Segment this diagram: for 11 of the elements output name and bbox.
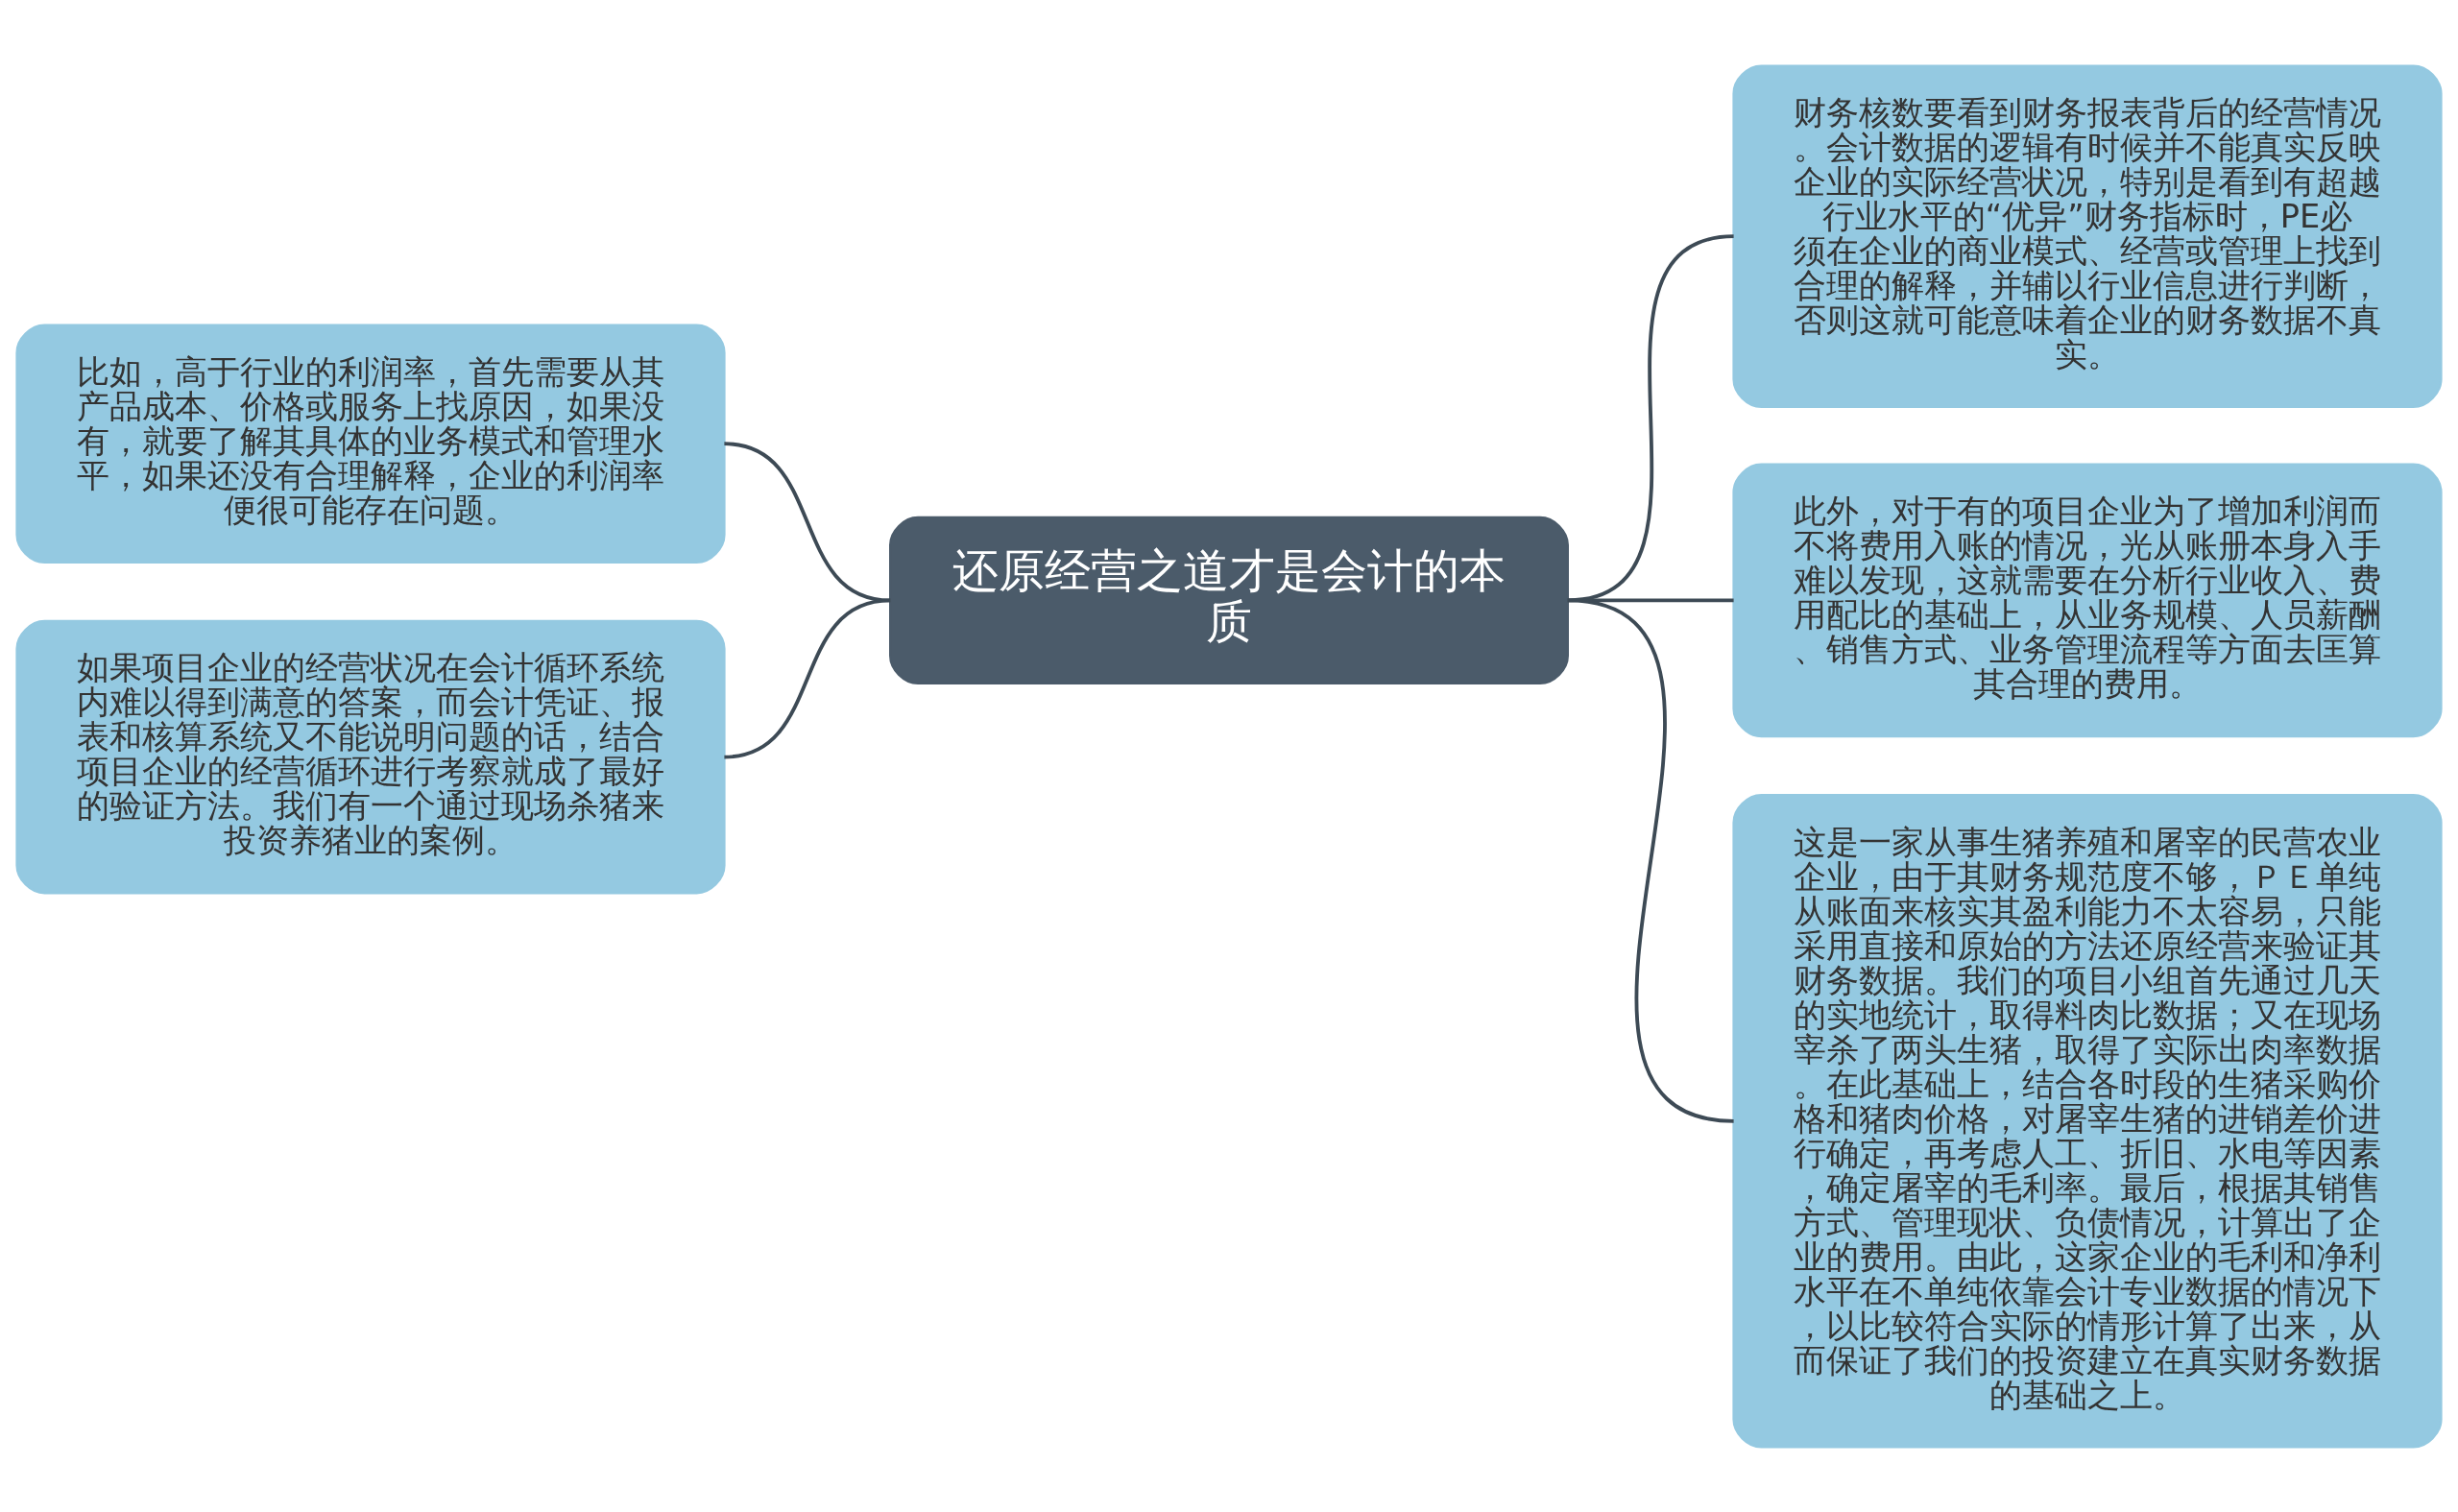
connector: [1567, 598, 1734, 602]
node-box: 如果项目企业的经营状况在会计循环系统内难以得到满意的答案，而会计凭证、报表和核算系统又不能说明问题的话，结合项目企业的经营循环进行考察就成了最好的验证方法。我们有一个通过现场杀猪来投资养猪业的案例。: [15, 619, 726, 894]
connector: [724, 598, 891, 758]
connector: [1567, 233, 1734, 602]
node-box: 这是一家从事生猪养殖和屠宰的民营农业企业，由于其财务规范度不够，ＰＥ单纯从账面来核实其盈利能力不太容易，只能采用直接和原始的方法还原经营来验证其财务数据。我们的项目小组首先通过几天的实地统计，取得料肉比数据；又在现场宰杀了两头生猪，取得了实际出肉率数据。在此基础上，结合各时段的生猪采购价格和猪肉价格，对屠宰生猪的进销差价进行确定，再考虑人工、折旧、水电等因素，确定屠宰的毛利率。最后，根据其销售方式、管理现状、负债情况，计算出了企业的费用。由此，这家企业的毛利和净利水平在不单纯依靠会计专业数据的情况下，以比较符合实际的情形计算了出来，从而保证了我们的投资建立在真实财务数据的基础之上。: [1732, 793, 2443, 1449]
node-box: 此外，对于有的项目企业为了增加利润而不将费用入账的情况，光从账册本身入手难以发现，这就需要在分析行业收入、费用配比的基础上，从业务规模、人员薪酬、销售方式、业务管理流程等方面去匡算其合理的费用。: [1732, 463, 2443, 737]
node-box: 比如，高于行业的利润率，首先需要从其产品成本、价格或服务上找原因，如果没有，就要了解其具体的业务模式和管理水平，如果还没有合理解释，企业的利润率便很可能存在问题。: [15, 323, 726, 564]
node-box: 还原经营之道才是会计的本质: [889, 516, 1569, 684]
node-box: 财务核数要看到财务报表背后的经营情况。会计数据的逻辑有时候并不能真实反映企业的实际经营状况，特别是看到有超越行业水平的“优异”财务指标时，PE必须在企业的商业模式、经营或管理上找到合理的解释，并辅以行业信息进行判断，否则这就可能意味着企业的财务数据不真实。: [1732, 63, 2443, 408]
connector: [1567, 598, 1734, 1123]
connector: [724, 441, 891, 602]
